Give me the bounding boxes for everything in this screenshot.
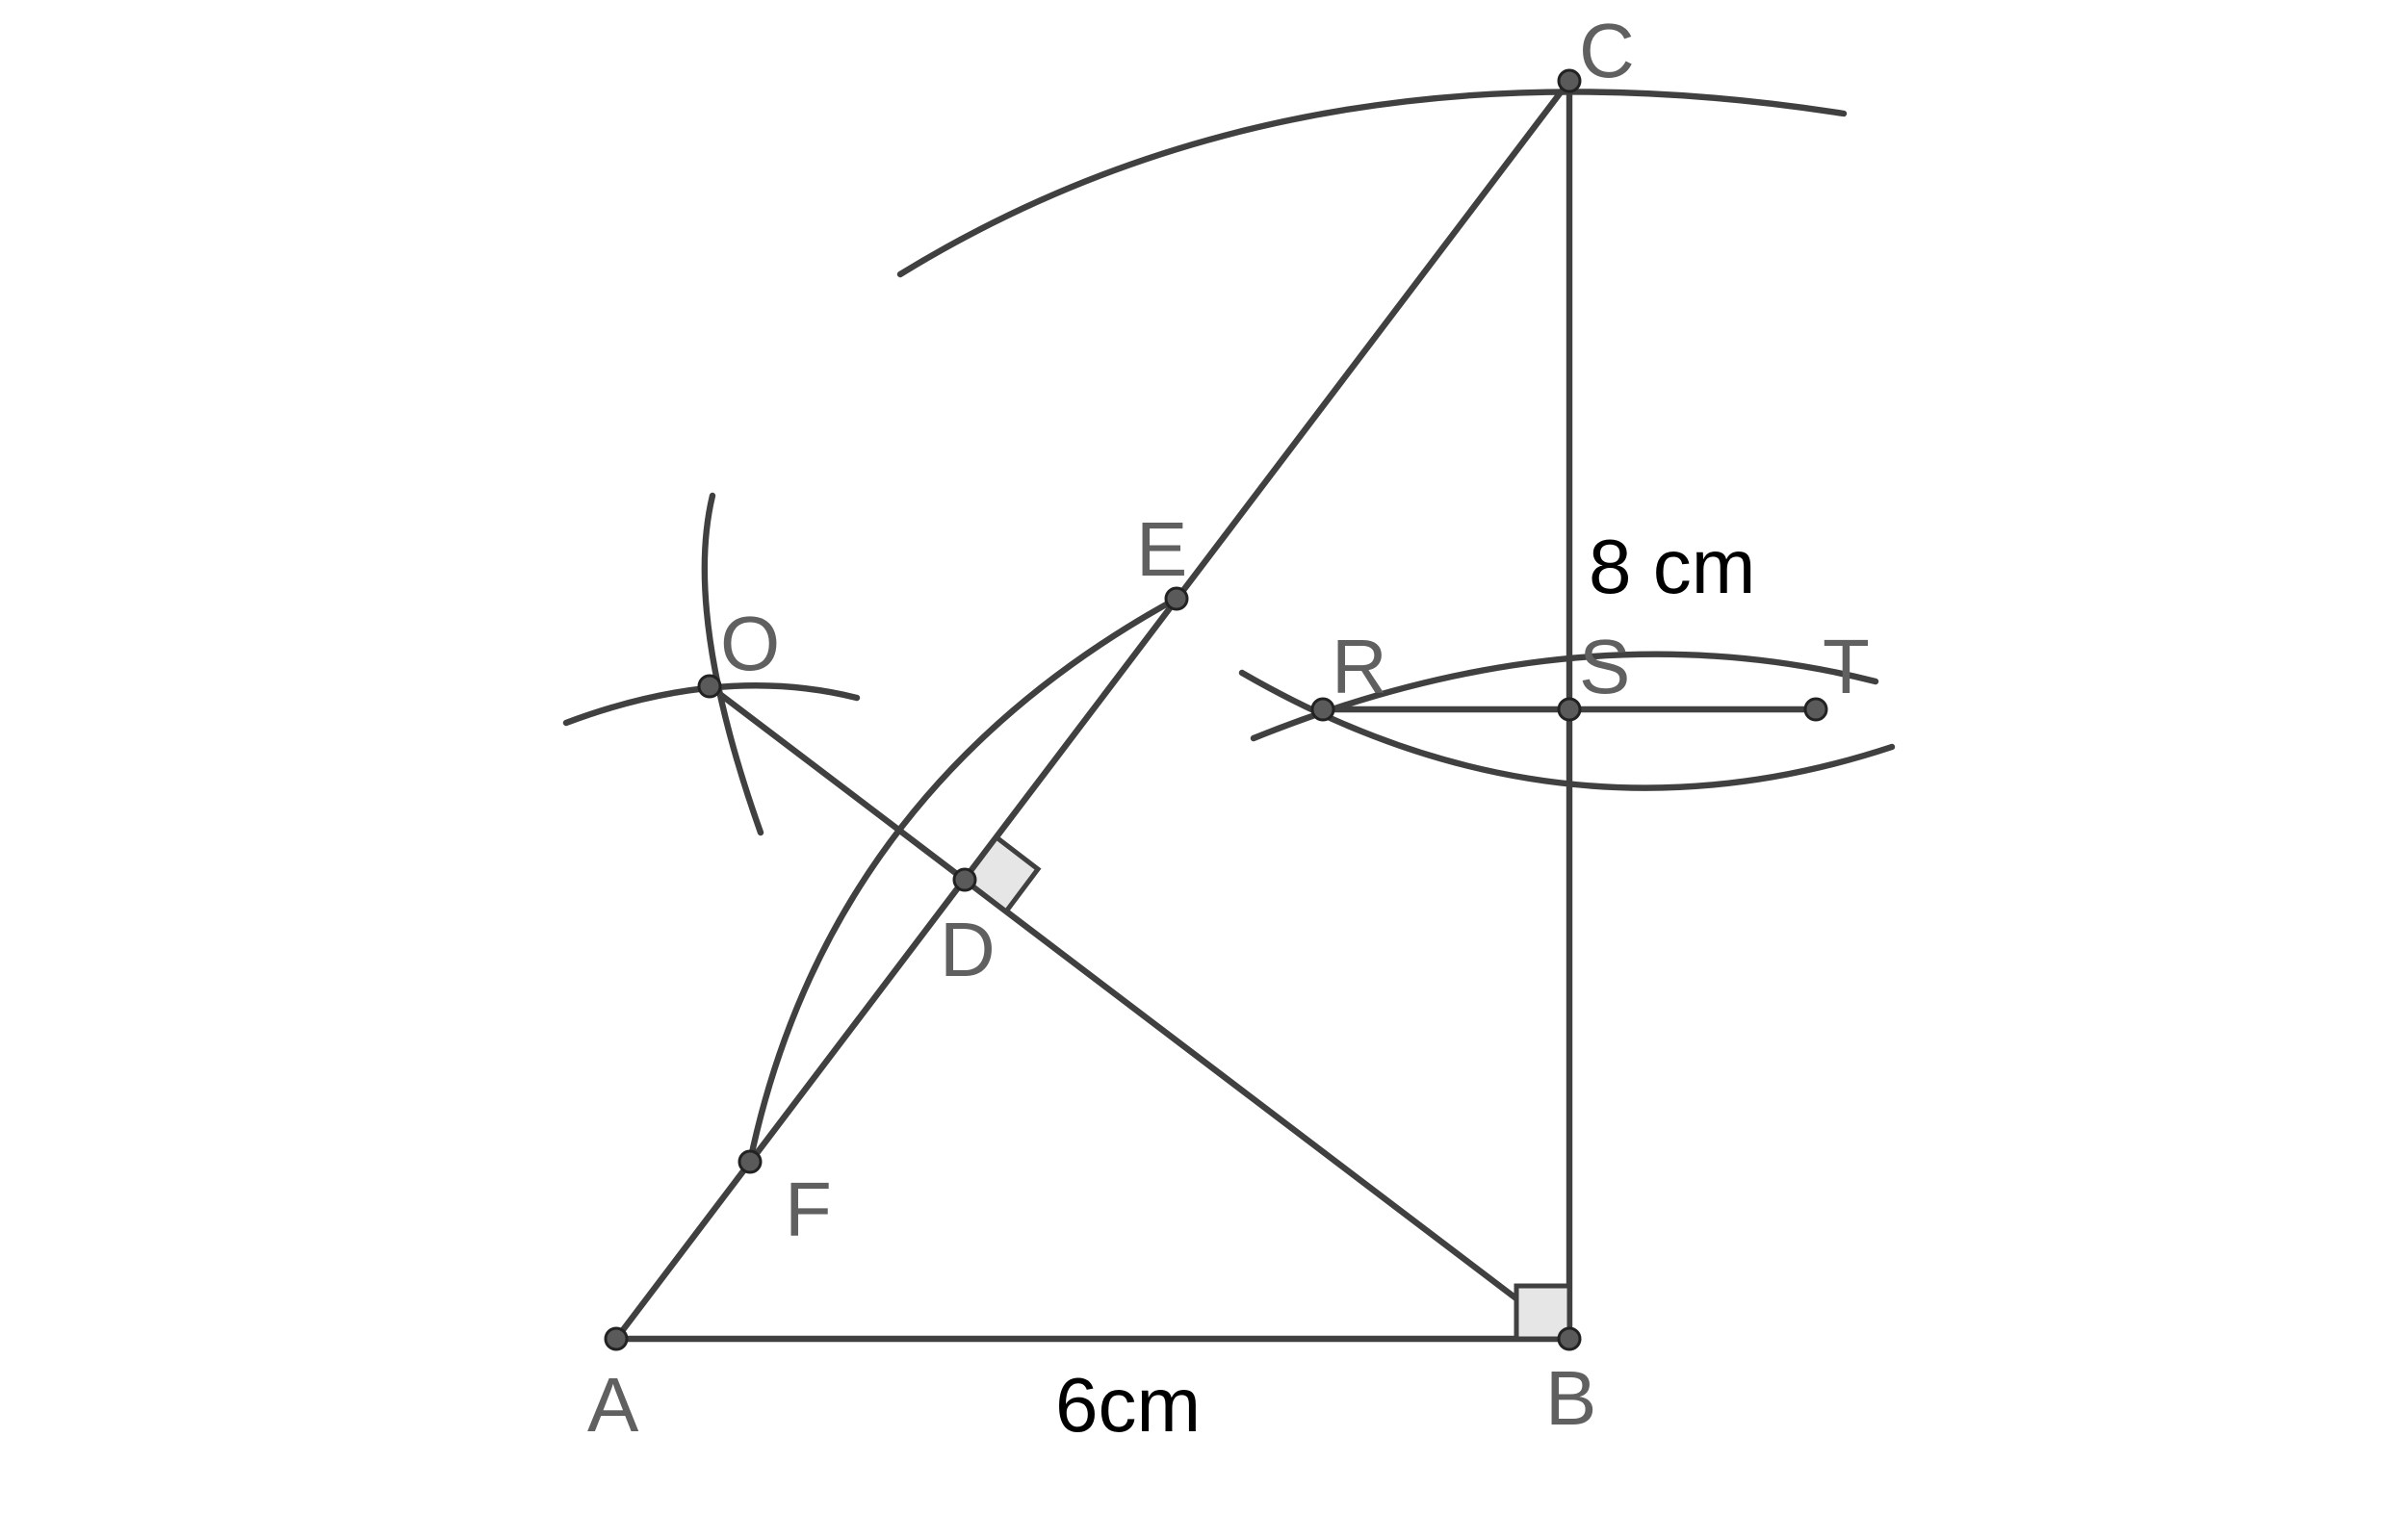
arc-bisector-lower (1238, 669, 1896, 791)
label-point-f: F (785, 1167, 832, 1252)
point-s (1557, 697, 1582, 722)
point-a (604, 1326, 629, 1351)
point-f (738, 1149, 763, 1174)
point-d (952, 867, 977, 892)
label-point-o: O (720, 601, 780, 686)
length-label-ab: 6cm (1055, 1362, 1201, 1448)
point-c (1557, 68, 1582, 93)
label-point-a: A (587, 1362, 639, 1448)
segment-ob (706, 682, 1573, 1343)
label-point-r: R (1332, 624, 1387, 709)
label-point-c: C (1579, 8, 1635, 93)
length-label-bc: 8 cm (1589, 524, 1755, 609)
point-e (1164, 586, 1189, 611)
point-b (1557, 1326, 1582, 1351)
label-point-e: E (1136, 506, 1187, 592)
label-point-d: D (940, 907, 996, 992)
label-point-s: S (1579, 624, 1630, 709)
point-t (1803, 697, 1828, 722)
segment-ac (612, 77, 1573, 1343)
point-r (1310, 697, 1335, 722)
label-point-b: B (1545, 1355, 1596, 1441)
arc-about-b-through-c (896, 89, 1848, 278)
label-point-t: T (1823, 624, 1870, 709)
arc-e-to-f (746, 595, 1180, 1166)
right-angle-marker-b (1514, 1283, 1572, 1342)
right-angle-marker-d (961, 834, 1042, 915)
arc-upper-about-o (701, 492, 764, 836)
point-o (697, 674, 722, 699)
